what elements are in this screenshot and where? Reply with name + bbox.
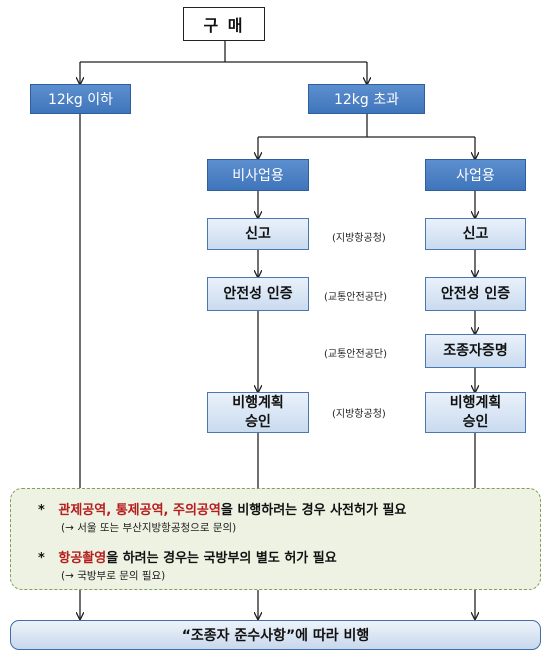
over-12kg-node: 12kg 초과 [308, 84, 425, 114]
org-label-pilot: (교통안전공단) [324, 349, 388, 360]
notice-bullet: * [38, 503, 45, 518]
notice-box: * 관제공역, 통제공역, 주의공역을 비행하려는 경우 사전허가 필요 (→ … [10, 488, 541, 590]
report-node-noncommercial: 신고 [207, 218, 309, 250]
report-node-commercial: 신고 [425, 218, 526, 250]
safety-cert-node-commercial: 안전성 인증 [425, 277, 526, 311]
commercial-node: 사업용 [425, 159, 526, 191]
org-label-report: (지방항공청) [332, 233, 386, 244]
org-label-safety: (교통안전공단) [324, 292, 388, 303]
notice-line-photography: * 항공촬영을 하려는 경우는 국방부의 별도 허가 필요 [38, 547, 337, 566]
flight-plan-node-commercial: 비행계획 승인 [425, 392, 526, 433]
flight-plan-line2: 승인 [245, 413, 271, 430]
flight-plan-line1: 비행계획 [449, 394, 502, 411]
flight-plan-line1: 비행계획 [232, 394, 284, 411]
under-12kg-node: 12kg 이하 [30, 84, 131, 114]
safety-cert-node-noncommercial: 안전성 인증 [207, 277, 309, 311]
photography-contact-note: (→ 국방부로 문의 필요) [61, 570, 166, 582]
restricted-airspace-text: 관제공역, 통제공역, 주의공역 [58, 503, 221, 518]
purchase-node: 구 매 [183, 7, 265, 41]
noncommercial-node: 비사업용 [207, 159, 309, 191]
notice-bullet: * [38, 551, 45, 566]
airspace-permit-text: 을 비행하려는 경우 사전허가 필요 [220, 503, 407, 518]
operator-rules-node: “조종자 준수사항”에 따라 비행 [10, 620, 541, 650]
flight-plan-node-noncommercial: 비행계획 승인 [207, 392, 309, 433]
flight-plan-line2: 승인 [462, 413, 489, 430]
pilot-cert-node: 조종자증명 [425, 334, 526, 368]
notice-line-airspace: * 관제공역, 통제공역, 주의공역을 비행하려는 경우 사전허가 필요 [38, 499, 406, 518]
org-label-flight: (지방항공청) [332, 409, 386, 420]
aerial-photography-text: 항공촬영 [58, 551, 107, 566]
photography-permit-text: 을 하려는 경우는 국방부의 별도 허가 필요 [106, 551, 337, 566]
airspace-contact-note: (→ 서울 또는 부산지방항공청으로 문의) [61, 522, 237, 534]
